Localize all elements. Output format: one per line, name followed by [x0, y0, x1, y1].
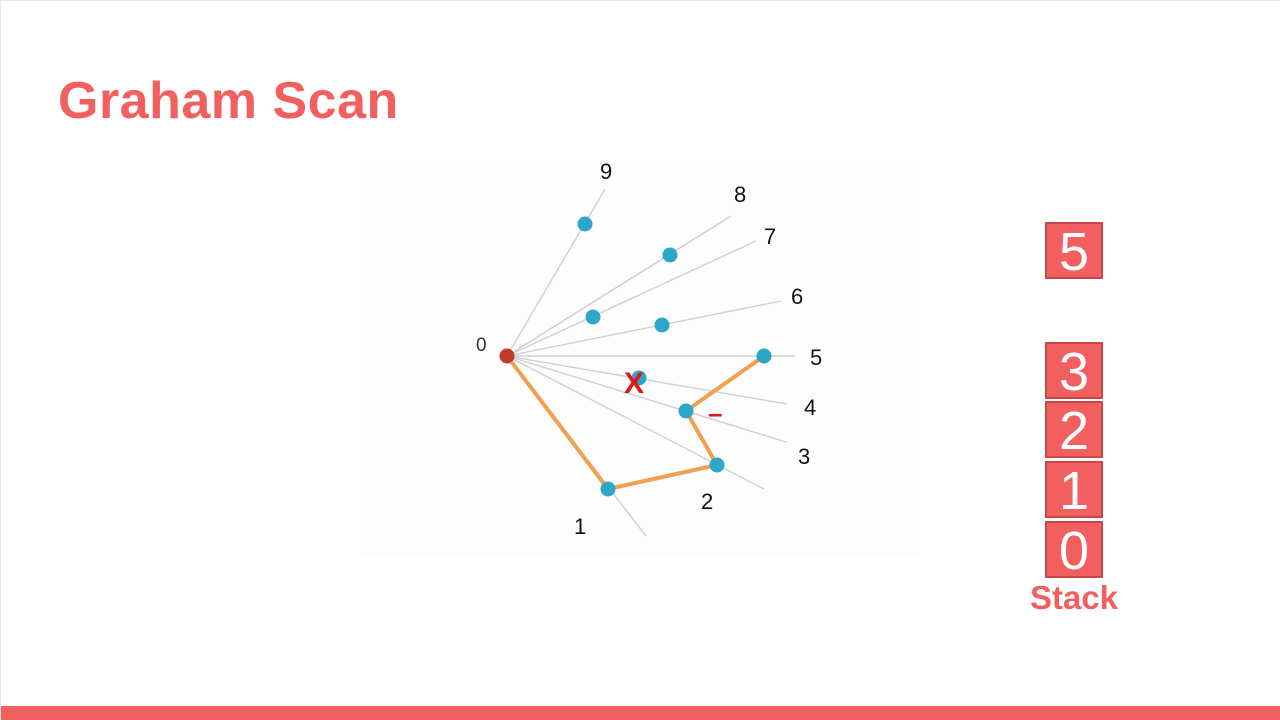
point-label-3: 3 [798, 444, 810, 469]
point-label-6: 6 [791, 284, 803, 309]
stack-item: 2 [1045, 401, 1103, 460]
point-6 [654, 317, 670, 333]
origin-label: 0 [476, 335, 487, 356]
points [577, 216, 772, 497]
point-9 [577, 216, 593, 232]
point-4 [631, 370, 647, 386]
right-turn-marker: – [708, 398, 722, 428]
point-label-4: 4 [804, 395, 816, 420]
ray-9 [506, 188, 606, 357]
point-label-7: 7 [764, 224, 776, 249]
ray-4 [506, 355, 788, 405]
rejected-point-marker: X [624, 367, 644, 400]
stack-pending-item: 5 [1045, 222, 1103, 281]
point-label-1: 1 [574, 514, 586, 539]
point-3 [678, 403, 694, 419]
stack-item: 3 [1045, 342, 1103, 401]
point-5 [756, 348, 772, 364]
stack-label: Stack [1029, 579, 1119, 616]
ray-6 [506, 300, 782, 357]
footer-accent-bar [1, 706, 1280, 720]
point-label-2: 2 [701, 489, 713, 514]
ray-8 [506, 215, 732, 357]
point-label-9: 9 [600, 159, 612, 184]
point-6b [585, 309, 601, 325]
stack-item: 0 [1045, 521, 1103, 580]
graham-scan-diagram-panel [361, 161, 921, 556]
ray-3 [506, 355, 787, 443]
origin-point [499, 348, 515, 364]
ray-7 [506, 240, 757, 357]
point-1 [600, 481, 616, 497]
point-7 [662, 247, 678, 263]
stack-item: 1 [1045, 461, 1103, 520]
point-label-8: 8 [734, 182, 746, 207]
point-2 [709, 457, 725, 473]
slide-title: Graham Scan [58, 72, 399, 130]
point-label-5: 5 [810, 345, 822, 370]
rays [506, 188, 795, 537]
